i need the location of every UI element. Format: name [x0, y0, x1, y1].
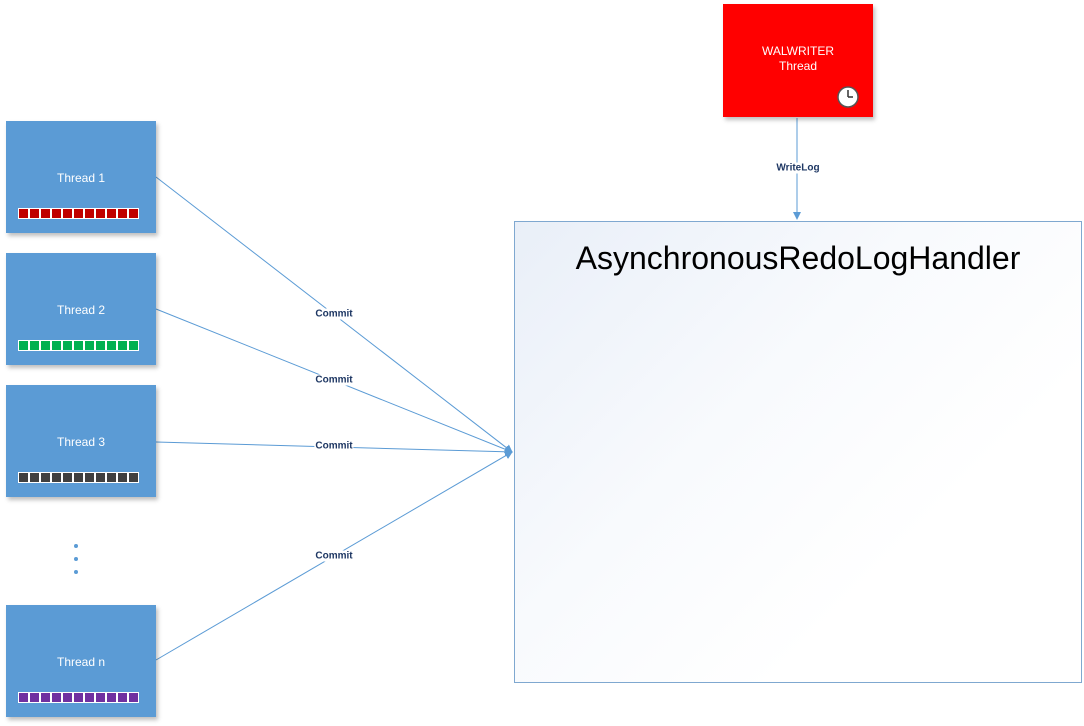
thread-log-buffer [18, 472, 139, 483]
thread-log-cell [40, 208, 51, 219]
thread-log-buffer [18, 208, 139, 219]
thread-log-buffer [18, 692, 139, 703]
thread-log-cell [106, 340, 117, 351]
thread-box-1: Thread 1 [6, 121, 156, 233]
thread-log-cell [106, 692, 117, 703]
thread-log-cell [84, 208, 95, 219]
thread-log-cell [128, 692, 139, 703]
thread-log-cell [29, 692, 40, 703]
thread-log-cell [62, 472, 73, 483]
walwriter-label-line2: Thread [778, 59, 818, 73]
thread-log-buffer [18, 340, 139, 351]
thread-log-cell [84, 340, 95, 351]
thread-log-cell [106, 472, 117, 483]
vertical-ellipsis [74, 544, 78, 574]
thread-log-cell [117, 340, 128, 351]
thread-log-cell [84, 692, 95, 703]
thread-log-cell [95, 340, 106, 351]
thread-log-cell [95, 472, 106, 483]
thread-log-cell [18, 340, 29, 351]
thread-log-cell [117, 472, 128, 483]
thread-log-cell [51, 340, 62, 351]
thread-label: Thread 2 [56, 303, 106, 317]
thread-label: Thread 3 [56, 435, 106, 449]
thread-log-cell [51, 692, 62, 703]
walwriter-label-line1: WALWRITER [762, 44, 834, 58]
thread-log-cell [18, 208, 29, 219]
thread-log-cell [40, 692, 51, 703]
thread-log-cell [62, 340, 73, 351]
commit-label: Commit [314, 550, 354, 562]
thread-log-cell [128, 340, 139, 351]
thread-log-cell [117, 208, 128, 219]
thread-log-cell [29, 340, 40, 351]
thread-log-cell [106, 208, 117, 219]
thread-log-cell [117, 692, 128, 703]
thread-log-cell [73, 472, 84, 483]
thread-log-cell [18, 692, 29, 703]
thread-label: Thread 1 [56, 171, 106, 185]
thread-log-cell [95, 208, 106, 219]
handler-title: AsynchronousRedoLogHandler [575, 240, 1021, 276]
thread-log-cell [40, 472, 51, 483]
thread-log-cell [95, 692, 106, 703]
commit-label: Commit [314, 374, 354, 386]
thread-label: Thread n [56, 655, 106, 669]
thread-log-cell [73, 208, 84, 219]
commit-label: Commit [314, 440, 354, 452]
clock-icon [837, 86, 859, 108]
thread-log-cell [40, 340, 51, 351]
thread-log-cell [51, 472, 62, 483]
thread-log-cell [73, 692, 84, 703]
thread-log-cell [29, 208, 40, 219]
thread-box-2: Thread 2 [6, 253, 156, 365]
thread-box-3: Thread 3 [6, 385, 156, 497]
thread-log-cell [84, 472, 95, 483]
thread-log-cell [29, 472, 40, 483]
thread-log-cell [18, 472, 29, 483]
thread-log-cell [128, 472, 139, 483]
asynchronous-redo-log-handler-box [514, 221, 1082, 683]
write-log-label: WriteLog [775, 162, 821, 174]
thread-box-4: Thread n [6, 605, 156, 717]
commit-label: Commit [314, 308, 354, 320]
thread-log-cell [128, 208, 139, 219]
thread-log-cell [62, 692, 73, 703]
thread-log-cell [62, 208, 73, 219]
thread-log-cell [51, 208, 62, 219]
walwriter-label: WALWRITER Thread [723, 44, 873, 74]
thread-log-cell [73, 340, 84, 351]
